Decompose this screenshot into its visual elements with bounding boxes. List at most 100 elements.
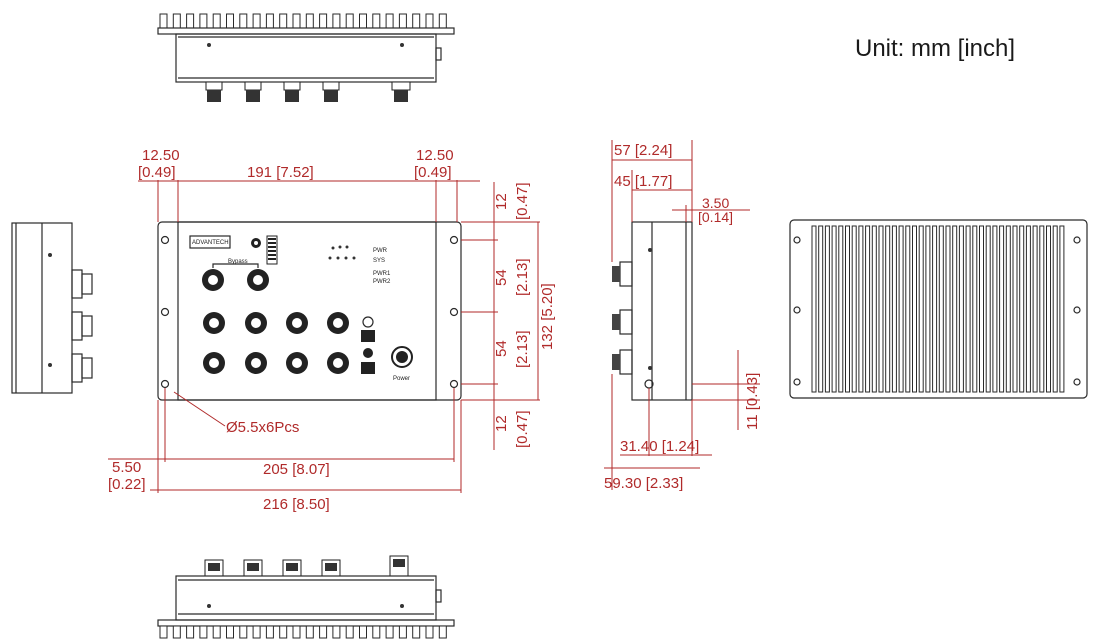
m12-port-inner xyxy=(333,318,343,328)
m12-port-inner xyxy=(208,275,218,285)
led-indicators: PWR SYS PWR1 PWR2 xyxy=(328,245,391,285)
top-view-connectors xyxy=(205,81,411,102)
connector-body xyxy=(205,81,223,91)
dim-left-flange-inch: [0.49] xyxy=(138,164,176,181)
dim-hole-spec: Ø5.5x6Pcs xyxy=(226,419,299,436)
dim-left-flange: 12.50 xyxy=(142,147,180,164)
fin xyxy=(945,225,951,393)
fin xyxy=(252,625,261,639)
bottom-view xyxy=(157,555,455,639)
right-side-connectors xyxy=(612,261,633,375)
connector-cap xyxy=(286,563,298,571)
right-side-view xyxy=(612,221,693,401)
fin xyxy=(831,225,837,393)
fin xyxy=(865,225,871,393)
fin xyxy=(239,13,248,29)
fin xyxy=(871,225,877,393)
fin xyxy=(878,225,884,393)
fin xyxy=(858,225,864,393)
connector-body xyxy=(283,81,301,91)
dim-hole-pitch-1: 54 xyxy=(493,269,510,286)
fin xyxy=(425,625,434,639)
dim-total-height: 132 [5.20] xyxy=(539,283,556,350)
fin xyxy=(372,13,381,29)
mounting-plate xyxy=(157,221,462,401)
m12-port-inner xyxy=(251,358,261,368)
dim-hole-offset: 5.50 xyxy=(112,459,141,476)
led-label-sys: SYS xyxy=(373,258,385,264)
fin xyxy=(186,13,195,29)
fin xyxy=(1046,225,1051,393)
m12-port-inner xyxy=(292,358,302,368)
fin xyxy=(345,625,354,639)
fin xyxy=(898,225,904,393)
fin xyxy=(438,13,447,29)
power-connector-cap xyxy=(393,559,405,567)
dim-hole-pitch-2: 54 xyxy=(493,340,510,357)
fin xyxy=(412,625,421,639)
fin xyxy=(279,625,288,639)
fin xyxy=(265,625,274,639)
fin xyxy=(999,225,1005,393)
fin xyxy=(1005,225,1011,393)
m12-port-inner xyxy=(209,318,219,328)
rear-view xyxy=(789,219,1088,399)
top-heatsink-fins xyxy=(159,13,447,29)
rear-heatsink-fins xyxy=(811,225,1065,393)
fin xyxy=(1019,225,1025,393)
led-label-pwr2: PWR2 xyxy=(373,279,391,285)
brand-logo-text: ADVANTECH xyxy=(192,240,229,246)
fin xyxy=(918,225,924,393)
dim-side-overall: 59.30 [2.33] xyxy=(604,475,683,492)
dim-hole-offset-inch: [0.22] xyxy=(108,476,146,493)
mounting-holes xyxy=(160,235,459,389)
fin xyxy=(172,13,181,29)
dip-switch-block xyxy=(266,235,278,265)
m12-port-inner xyxy=(209,358,219,368)
fin xyxy=(398,13,407,29)
fin xyxy=(1059,225,1065,393)
fin xyxy=(279,13,288,29)
fin xyxy=(359,13,367,29)
brand-logo xyxy=(189,235,231,249)
dim-right-flange: 12.50 xyxy=(416,147,454,164)
dim-hole-pitch-1-inch: [2.13] xyxy=(514,258,531,296)
power-label: Power xyxy=(393,376,410,382)
dim-right-flange-inch: [0.49] xyxy=(414,164,452,181)
fin xyxy=(851,225,857,393)
dim-total-width: 216 [8.50] xyxy=(263,496,330,513)
fin xyxy=(226,13,234,29)
fin xyxy=(226,625,234,639)
dim-side-depth-total: 57 [2.24] xyxy=(614,142,672,159)
fin xyxy=(385,625,394,639)
fin xyxy=(965,225,971,393)
fin xyxy=(992,225,998,393)
fin xyxy=(811,225,817,393)
fin xyxy=(1039,225,1045,393)
bypass-label: Bypass xyxy=(228,259,248,265)
fin xyxy=(172,625,181,639)
fin xyxy=(252,13,261,29)
m12-port-inner xyxy=(251,318,261,328)
fin xyxy=(212,13,221,29)
bottom-view-connectors xyxy=(204,555,409,577)
fin xyxy=(319,625,328,639)
console-port xyxy=(361,316,375,374)
fin xyxy=(438,625,447,639)
fin xyxy=(159,625,168,639)
fin xyxy=(332,625,341,639)
gear-icon xyxy=(251,238,261,248)
fin xyxy=(824,225,830,393)
fin xyxy=(972,225,978,393)
connector-cap xyxy=(208,563,220,571)
fin xyxy=(425,13,434,29)
connector-body xyxy=(244,81,262,91)
fin xyxy=(319,13,328,29)
fin xyxy=(845,225,850,393)
fin xyxy=(292,13,301,29)
fin xyxy=(905,225,911,393)
fin xyxy=(979,225,984,393)
connector-cap xyxy=(246,90,260,102)
fin xyxy=(1025,225,1031,393)
